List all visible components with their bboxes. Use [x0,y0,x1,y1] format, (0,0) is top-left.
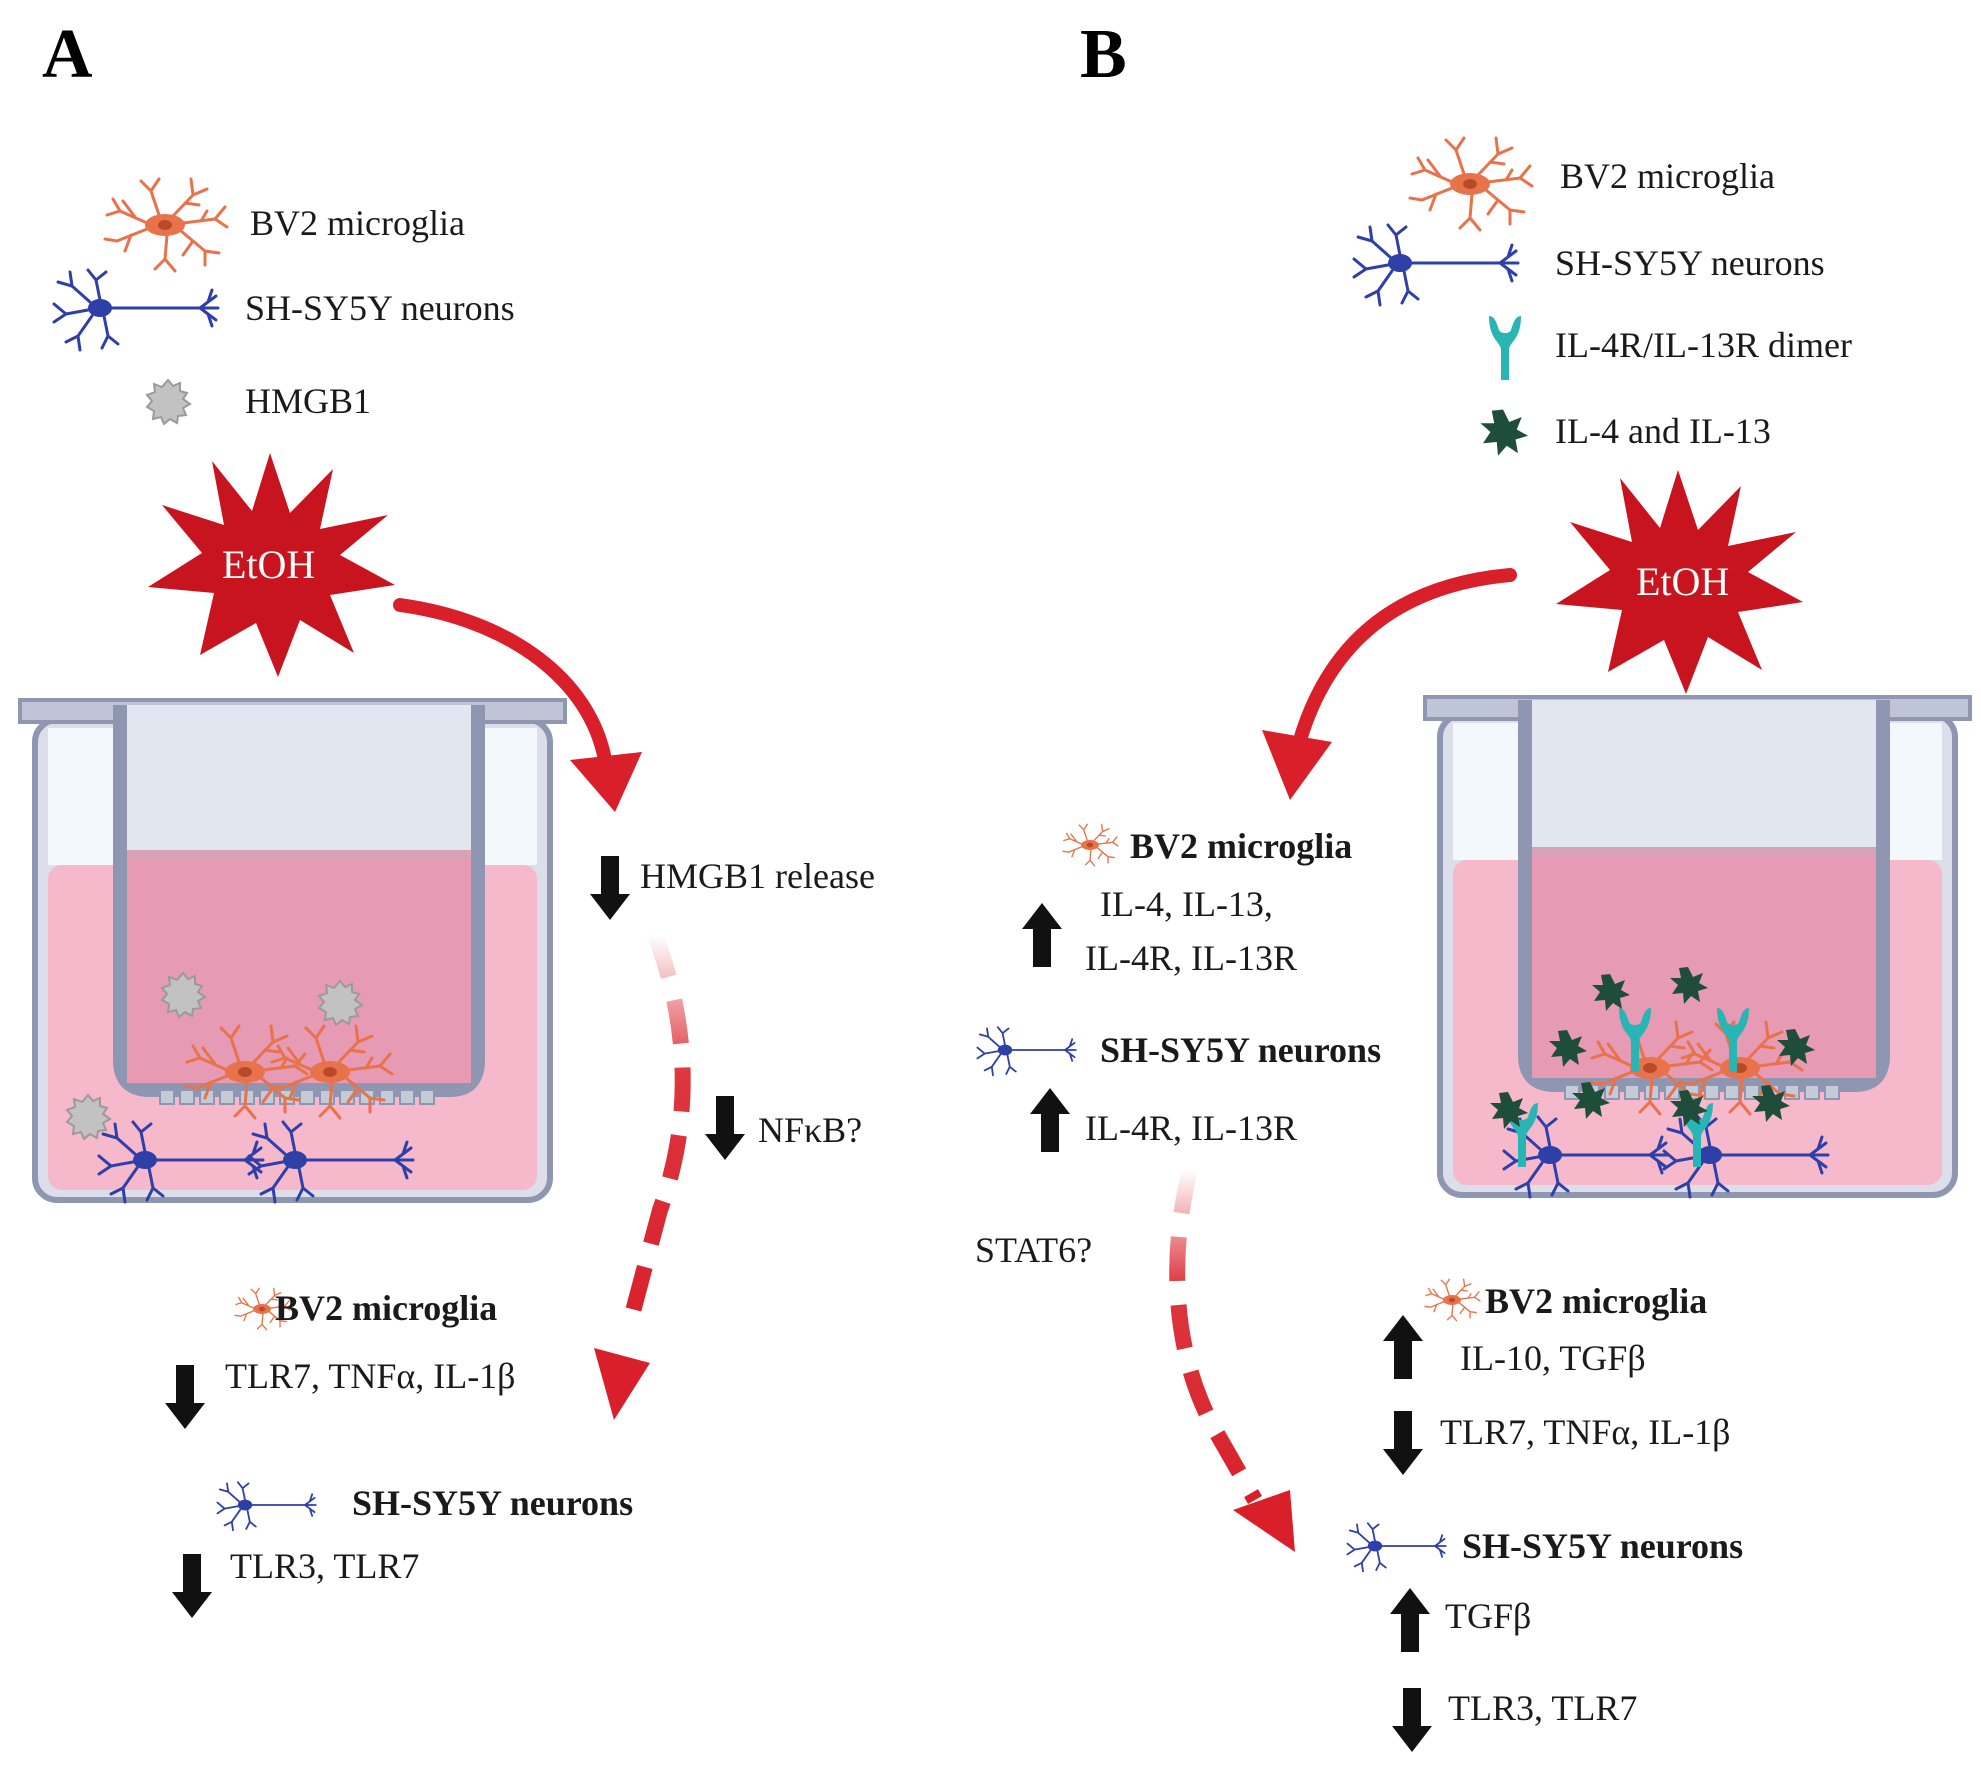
legend-neuron-icon [1352,223,1520,307]
etoh-label-b: EtOH [1636,559,1730,604]
legend-hmgb1-icon [146,379,191,425]
neurons-title-b: SH-SY5Y neurons [1100,1030,1382,1070]
up-arrow-icon [1383,1315,1423,1379]
transwell-well-a [18,698,567,1203]
legend-dimer-label: IL-4R/IL-13R dimer [1555,325,1852,365]
legend-hmgb1-label: HMGB1 [245,381,372,421]
down-arrow-icon [705,1096,745,1160]
down-arrow-icon [590,856,630,920]
nfkb-label: NFκB? [758,1110,863,1150]
neurons-up-label-b: IL-4R, IL-13R [1085,1108,1297,1148]
hmgb1-release-label: HMGB1 release [640,856,875,896]
result-neurons-title: SH-SY5Y neurons [1462,1526,1744,1566]
result-microglia-title: BV2 microglia [1485,1281,1708,1321]
legend-receptor-dimer-icon [1489,316,1521,380]
etoh-label-a: EtOH [222,542,316,587]
microglia-title-a: BV2 microglia [275,1288,498,1328]
etoh-effect-arrow [393,598,612,767]
neuron-small-icon [216,1481,317,1532]
up-arrow-icon [1030,1088,1070,1152]
legend-microglia-icon [1408,136,1534,232]
signal-dashed-arrow [620,932,691,1333]
legend-neurons-label: SH-SY5Y neurons [1555,243,1825,283]
legend-neuron-icon [52,268,220,352]
panel-label-b: B [1080,16,1127,93]
microglia-up-label-1: IL-4, IL-13, [1100,884,1273,924]
microglia-small-icon [1062,823,1119,867]
down-arrow-icon [172,1554,212,1618]
neurons-down-label-a: TLR3, TLR7 [230,1546,420,1586]
down-arrow-icon [165,1365,205,1429]
legend-microglia-label: BV2 microglia [250,203,465,243]
legend-cytokines-label: IL-4 and IL-13 [1555,411,1771,451]
microglia-up-label-2: IL-4R, IL-13R [1085,938,1297,978]
up-arrow-icon [1390,1588,1430,1652]
microglia-small-icon [1424,1278,1481,1322]
result-microglia-down-label: TLR7, TNFα, IL-1β [1440,1412,1731,1452]
result-neurons-down-label: TLR3, TLR7 [1448,1688,1638,1728]
result-microglia-up-label: IL-10, TGFβ [1460,1338,1646,1378]
neurons-title-a: SH-SY5Y neurons [352,1483,634,1523]
signal-dashed-arrow [1169,1168,1262,1504]
legend-microglia-label: BV2 microglia [1560,156,1775,196]
microglia-title-b: BV2 microglia [1130,826,1353,866]
stat6-label: STAT6? [975,1230,1093,1270]
panel-label-a: A [42,16,93,93]
up-arrow-icon [1022,903,1062,967]
etoh-effect-arrow [1293,568,1517,747]
legend-neurons-label: SH-SY5Y neurons [245,288,515,328]
legend-microglia-icon [103,177,229,273]
microglia-down-label-a: TLR7, TNFα, IL-1β [225,1356,516,1396]
neuron-small-icon [1346,1522,1447,1573]
neuron-small-icon [976,1026,1077,1077]
down-arrow-icon [1392,1688,1432,1752]
legend-cytokine-icon [1480,409,1528,456]
result-neurons-up-label: TGFβ [1445,1596,1532,1636]
down-arrow-icon [1383,1411,1423,1475]
